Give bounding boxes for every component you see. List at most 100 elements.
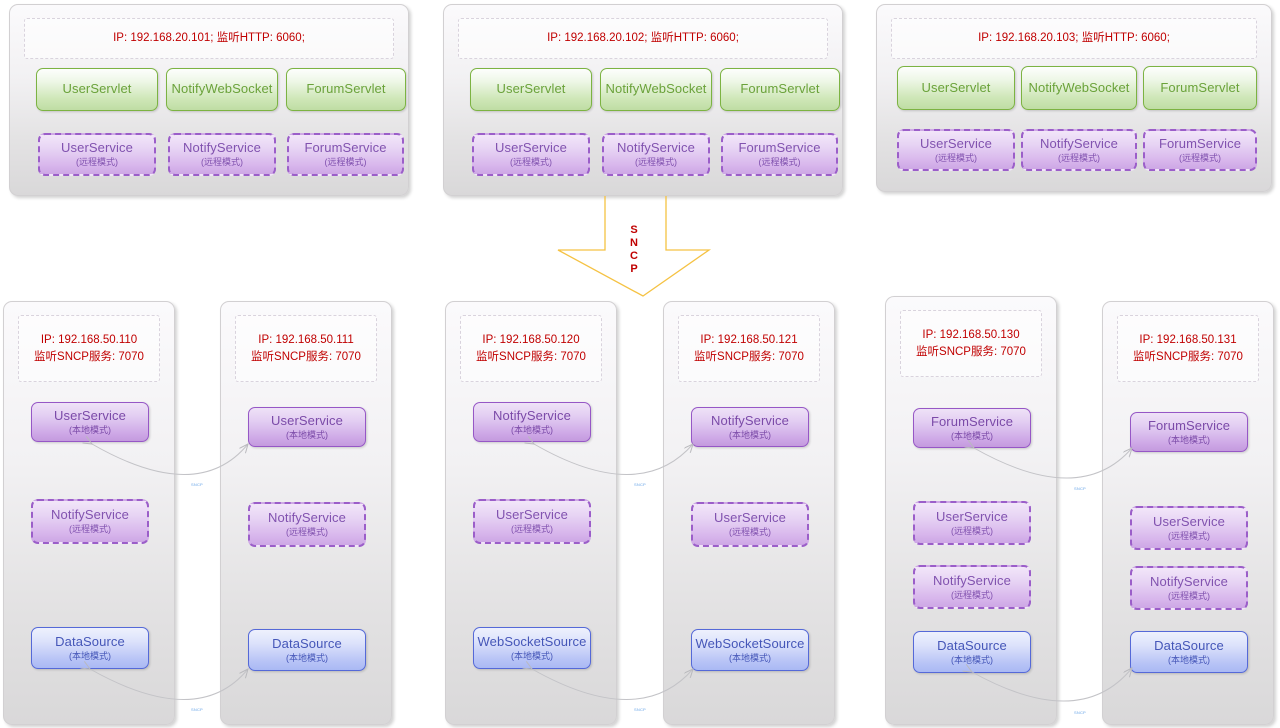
item-label: NotifyService — [51, 507, 129, 523]
service-node-1-item-3[interactable]: DataSource (本地模式) — [31, 627, 149, 669]
service-node-5-item-2[interactable]: UserService (远程模式) — [913, 501, 1031, 545]
ip-line-1: IP: 192.168.50.130 — [922, 328, 1020, 341]
app-node-2-servlet-2[interactable]: NotifyWebSocket — [600, 68, 712, 111]
item-mode: (远程模式) — [69, 524, 111, 535]
service-node-4-item-3[interactable]: WebSocketSource (本地模式) — [691, 629, 809, 671]
item-label: NotifyService — [933, 572, 1011, 588]
service-node-3[interactable]: IP: 192.168.50.120 监听SNCP服务: 7070 Notify… — [445, 301, 617, 725]
service-node-3-item-3[interactable]: WebSocketSource (本地模式) — [473, 627, 591, 669]
app-node-3-service-3[interactable]: ForumService (远程模式) — [1143, 129, 1257, 171]
servlet-label: ForumServlet — [740, 81, 820, 97]
servlet-label: ForumServlet — [1160, 79, 1240, 95]
service-node-3-ip-header: IP: 192.168.50.120 监听SNCP服务: 7070 — [460, 315, 602, 382]
servlet-label: ForumServlet — [306, 81, 386, 97]
service-label: ForumService — [304, 140, 387, 156]
app-node-1-service-1[interactable]: UserService (远程模式) — [38, 133, 156, 176]
service-node-1[interactable]: IP: 192.168.50.110 监听SNCP服务: 7070 UserSe… — [3, 301, 175, 725]
item-label: UserService — [496, 507, 568, 523]
servlet-label: UserServlet — [496, 81, 566, 97]
app-node-2-servlet-3[interactable]: ForumServlet — [720, 68, 840, 111]
app-node-2-service-2[interactable]: NotifyService (远程模式) — [602, 133, 710, 176]
service-node-3-item-1[interactable]: NotifyService (本地模式) — [473, 402, 591, 442]
item-label: DataSource — [937, 637, 1007, 653]
service-node-6-item-1[interactable]: ForumService (本地模式) — [1130, 412, 1248, 452]
service-label: UserService — [920, 135, 992, 151]
item-mode: (本地模式) — [511, 650, 553, 661]
service-node-1-ip-header: IP: 192.168.50.110 监听SNCP服务: 7070 — [18, 315, 160, 382]
service-node-5-item-1[interactable]: ForumService (本地模式) — [913, 408, 1031, 448]
app-node-3-service-2[interactable]: NotifyService (远程模式) — [1021, 129, 1137, 171]
service-node-2[interactable]: IP: 192.168.50.111 监听SNCP服务: 7070 UserSe… — [220, 301, 392, 725]
service-node-6-item-4[interactable]: DataSource (本地模式) — [1130, 631, 1248, 673]
item-mode: (远程模式) — [286, 527, 328, 538]
service-mode: (远程模式) — [76, 157, 118, 168]
servlet-label: NotifyWebSocket — [1028, 79, 1130, 95]
app-node-2-ip-header: IP: 192.168.20.102; 监听HTTP: 6060; — [458, 18, 828, 59]
service-node-4[interactable]: IP: 192.168.50.121 监听SNCP服务: 7070 Notify… — [663, 301, 835, 725]
app-node-3[interactable]: IP: 192.168.20.103; 监听HTTP: 6060; UserSe… — [876, 4, 1272, 192]
service-node-1-item-2[interactable]: NotifyService (远程模式) — [31, 499, 149, 544]
service-node-4-item-1[interactable]: NotifyService (本地模式) — [691, 407, 809, 447]
service-node-5[interactable]: IP: 192.168.50.130 监听SNCP服务: 7070 ForumS… — [885, 296, 1057, 725]
service-mode: (远程模式) — [1058, 152, 1100, 163]
servlet-label: NotifyWebSocket — [605, 81, 707, 97]
item-label: UserService — [1153, 513, 1225, 529]
item-label: ForumService — [930, 413, 1014, 429]
service-node-6-item-3[interactable]: NotifyService (远程模式) — [1130, 566, 1248, 610]
item-label: UserService — [714, 510, 786, 526]
service-mode: (远程模式) — [201, 157, 243, 168]
app-node-2-servlet-1[interactable]: UserServlet — [470, 68, 592, 111]
item-mode: (远程模式) — [729, 527, 771, 538]
app-node-1-servlet-2[interactable]: NotifyWebSocket — [166, 68, 278, 111]
item-mode: (本地模式) — [729, 429, 771, 440]
service-node-5-item-4[interactable]: DataSource (本地模式) — [913, 631, 1031, 673]
item-label: UserService — [54, 407, 126, 423]
app-node-2-service-3[interactable]: ForumService (远程模式) — [721, 133, 838, 176]
service-node-6-ip-header: IP: 192.168.50.131 监听SNCP服务: 7070 — [1117, 315, 1259, 382]
service-node-3-item-2[interactable]: UserService (远程模式) — [473, 499, 591, 544]
servlet-label: UserServlet — [62, 81, 132, 97]
app-node-3-servlet-1[interactable]: UserServlet — [897, 66, 1015, 110]
service-label: ForumService — [738, 140, 821, 156]
service-node-6[interactable]: IP: 192.168.50.131 监听SNCP服务: 7070 ForumS… — [1102, 301, 1274, 725]
item-mode: (远程模式) — [511, 524, 553, 535]
service-node-4-item-2[interactable]: UserService (远程模式) — [691, 502, 809, 547]
peer-link-tag-1-2-service: SNCP — [190, 482, 204, 487]
app-node-1-servlet-1[interactable]: UserServlet — [36, 68, 158, 111]
app-node-1-service-3[interactable]: ForumService (远程模式) — [287, 133, 404, 176]
service-node-1-item-1[interactable]: UserService (本地模式) — [31, 402, 149, 442]
app-node-1[interactable]: IP: 192.168.20.101; 监听HTTP: 6060; UserSe… — [9, 4, 409, 196]
app-node-3-servlet-2[interactable]: NotifyWebSocket — [1021, 66, 1137, 110]
service-node-2-item-2[interactable]: NotifyService (远程模式) — [248, 502, 366, 547]
ip-line-1: IP: 192.168.50.131 — [1139, 333, 1237, 346]
peer-link-tag-3-4-service: SNCP — [633, 482, 647, 487]
peer-link-tag-5-6-service: SNCP — [1073, 486, 1087, 491]
item-mode: (本地模式) — [286, 429, 328, 440]
app-node-3-ip-header: IP: 192.168.20.103; 监听HTTP: 6060; — [891, 18, 1257, 59]
app-node-1-servlet-3[interactable]: ForumServlet — [286, 68, 406, 111]
app-node-1-service-2[interactable]: NotifyService (远程模式) — [168, 133, 276, 176]
service-node-5-item-3[interactable]: NotifyService (远程模式) — [913, 565, 1031, 609]
ip-line-1: IP: 192.168.50.121 — [700, 333, 798, 346]
service-node-2-item-3[interactable]: DataSource (本地模式) — [248, 629, 366, 671]
app-node-3-service-1[interactable]: UserService (远程模式) — [897, 129, 1015, 171]
item-mode: (本地模式) — [951, 654, 993, 665]
app-node-2-service-1[interactable]: UserService (远程模式) — [472, 133, 590, 176]
service-node-6-item-2[interactable]: UserService (远程模式) — [1130, 506, 1248, 550]
service-mode: (远程模式) — [1179, 152, 1221, 163]
sncp-protocol-label: SNCP — [628, 224, 640, 276]
ip-line-1: IP: 192.168.50.120 — [482, 333, 580, 346]
item-mode: (本地模式) — [69, 424, 111, 435]
service-node-5-ip-header: IP: 192.168.50.130 监听SNCP服务: 7070 — [900, 310, 1042, 377]
item-label: UserService — [936, 508, 1008, 524]
ip-line-1: IP: 192.168.50.111 — [258, 333, 354, 346]
service-node-2-item-1[interactable]: UserService (本地模式) — [248, 407, 366, 447]
item-label: UserService — [271, 412, 343, 428]
item-label: NotifyService — [493, 407, 571, 423]
item-mode: (远程模式) — [1168, 590, 1210, 601]
app-node-2[interactable]: IP: 192.168.20.102; 监听HTTP: 6060; UserSe… — [443, 4, 843, 196]
service-mode: (远程模式) — [635, 157, 677, 168]
service-mode: (远程模式) — [758, 157, 801, 168]
app-node-3-servlet-3[interactable]: ForumServlet — [1143, 66, 1257, 110]
item-mode: (远程模式) — [1168, 530, 1210, 541]
